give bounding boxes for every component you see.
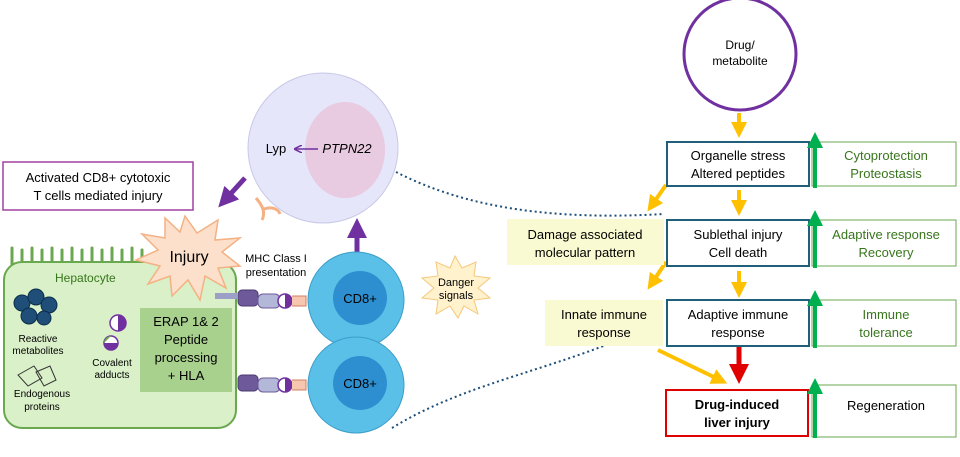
cyto-label-1: Cytoprotection bbox=[844, 148, 928, 163]
drug-label-1: Drug/ bbox=[725, 38, 755, 52]
dili-box: Drug-induced liver injury bbox=[665, 389, 809, 437]
erap-box bbox=[140, 308, 232, 392]
endogenous-label-1: Endogenous bbox=[14, 389, 70, 400]
injury-starburst: Injury bbox=[133, 214, 243, 303]
adaptive-resp-label-2: Recovery bbox=[859, 245, 914, 260]
sublethal-label-2: Cell death bbox=[709, 245, 768, 260]
covalent-adducts bbox=[103, 314, 127, 351]
hepatocyte-label: Hepatocyte bbox=[55, 271, 116, 285]
innate-immune-box: Innate immune response bbox=[545, 300, 663, 346]
cd8-cell-bottom: CD8+ bbox=[307, 336, 405, 434]
organelle-label-2: Altered peptides bbox=[691, 166, 785, 181]
reactive-label-1: Reactive bbox=[19, 334, 58, 345]
mhc-label-1: MHC Class I bbox=[245, 253, 307, 265]
cytotoxic-arrow bbox=[218, 176, 247, 208]
cd8-top-label: CD8+ bbox=[343, 291, 377, 306]
sublethal-injury-box: Sublethal injury Cell death bbox=[666, 219, 810, 267]
activated-cd8-label-1: Activated CD8+ cytotoxic bbox=[26, 170, 171, 185]
adaptive-resp-label-1: Adaptive response bbox=[832, 227, 940, 242]
innate-label-2: response bbox=[577, 325, 630, 340]
ptpn22-label: PTPN22 bbox=[322, 141, 372, 156]
innate-label-1: Innate immune bbox=[561, 307, 647, 322]
lyp-label: Lyp bbox=[266, 141, 286, 156]
cd8-cell-top: CD8+ bbox=[307, 251, 405, 349]
damp-box: Damage associated molecular pattern bbox=[507, 219, 664, 265]
activated-cd8-box: Activated CD8+ cytotoxic T cells mediate… bbox=[2, 161, 194, 211]
regeneration-box: Regeneration bbox=[811, 384, 957, 438]
arrow-sublethal-to-innate bbox=[647, 260, 668, 290]
hepatocyte-cell: Hepatocyte Reactive metabolites Covalent… bbox=[3, 246, 237, 429]
drug-metabolite-circle: Drug/ metabolite bbox=[682, 0, 798, 112]
mhc-complex-bottom bbox=[237, 374, 307, 393]
adaptive-response-box: Adaptive response Recovery bbox=[811, 219, 957, 267]
organelle-stress-box: Organelle stress Altered peptides bbox=[666, 141, 810, 187]
erap-label-2: Peptide bbox=[164, 332, 208, 347]
adaptive-imm-label-1: Adaptive immune bbox=[688, 307, 788, 322]
ligand-shape bbox=[254, 197, 282, 221]
endogenous-label-2: proteins bbox=[24, 402, 60, 413]
organelle-label-1: Organelle stress bbox=[691, 148, 786, 163]
covalent-label-1: Covalent bbox=[92, 358, 132, 369]
danger-label-1: Danger bbox=[438, 277, 474, 289]
danger-label-2: signals bbox=[439, 290, 474, 302]
activated-cd8-label-2: T cells mediated injury bbox=[33, 188, 163, 203]
sublethal-label-1: Sublethal injury bbox=[694, 227, 783, 242]
reactive-metabolites-cluster bbox=[13, 288, 58, 326]
cyto-label-2: Proteostasis bbox=[850, 166, 922, 181]
dili-label-1: Drug-induced bbox=[695, 397, 780, 412]
dili-label-2: liver injury bbox=[704, 415, 771, 430]
mhc-label-2: presentation bbox=[246, 267, 307, 279]
dotted-connector-top bbox=[395, 171, 665, 217]
covalent-label-2: adducts bbox=[94, 370, 129, 381]
danger-signals-burst: Danger signals bbox=[420, 254, 492, 319]
erap-label-1: ERAP 1& 2 bbox=[153, 314, 219, 329]
erap-label-3: processing bbox=[155, 350, 218, 365]
arrow-innate-to-dili bbox=[657, 348, 728, 384]
injury-label: Injury bbox=[169, 249, 208, 266]
reactive-label-2: metabolites bbox=[12, 346, 63, 357]
lyp-ptpn22-cell: Lyp PTPN22 bbox=[247, 72, 399, 224]
damp-label-1: Damage associated bbox=[528, 227, 643, 242]
endogenous-proteins-shapes bbox=[17, 365, 57, 387]
cd8-bottom-label: CD8+ bbox=[343, 376, 377, 391]
damp-label-2: molecular pattern bbox=[535, 245, 635, 260]
erap-label-4: + HLA bbox=[168, 368, 205, 383]
immune-tolerance-box: Immune tolerance bbox=[811, 299, 957, 347]
mhc-complex-top bbox=[215, 289, 307, 309]
tolerance-label-2: tolerance bbox=[859, 325, 912, 340]
cytoprotection-box: Cytoprotection Proteostasis bbox=[811, 141, 957, 187]
regeneration-label: Regeneration bbox=[847, 398, 925, 413]
adaptive-immune-box: Adaptive immune response bbox=[666, 299, 810, 347]
adaptive-imm-label-2: response bbox=[711, 325, 764, 340]
tolerance-label-1: Immune bbox=[863, 307, 910, 322]
arrow-organelle-to-damp bbox=[647, 183, 668, 212]
drug-label-2: metabolite bbox=[712, 54, 768, 68]
